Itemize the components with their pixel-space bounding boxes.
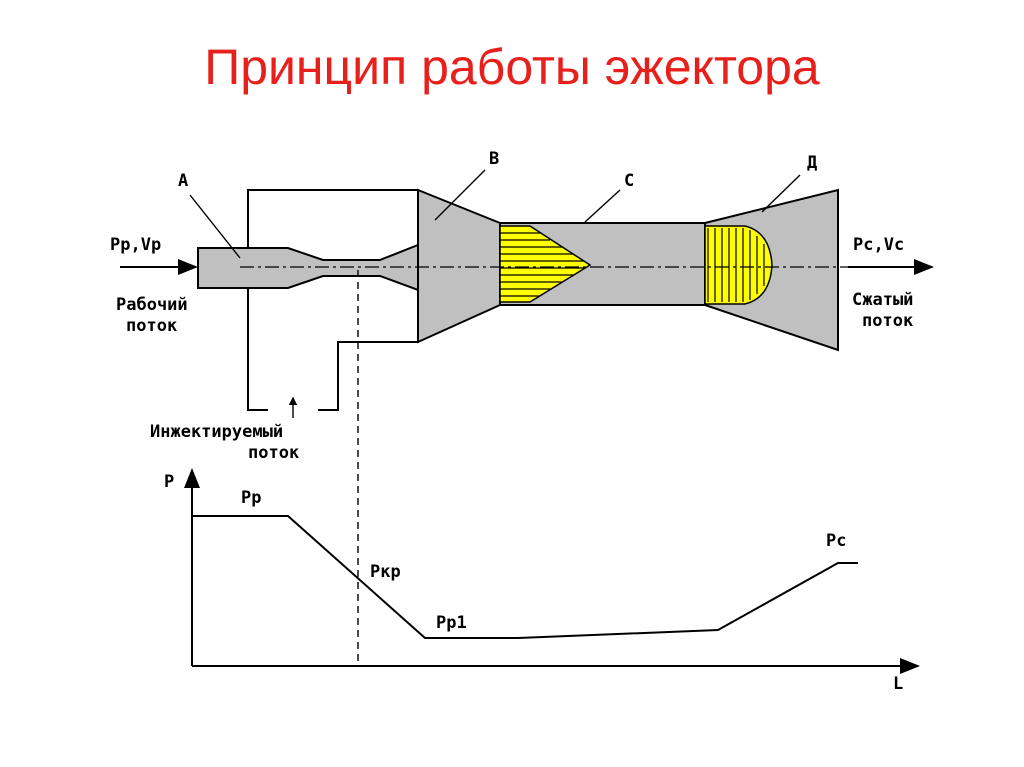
graph-axis-x-label: L (893, 674, 903, 694)
label-outlet: Pс,Vс (853, 235, 904, 255)
confuser-B (417, 188, 501, 344)
label-injected-flow-2: поток (248, 443, 299, 463)
graph-axis-y-label: P (164, 472, 174, 492)
label-A: А (178, 171, 188, 191)
label-working-flow-2: поток (126, 316, 177, 336)
label-C: С (624, 171, 634, 191)
label-injected-flow-1: Инжектируемый (150, 422, 283, 442)
pressure-curve (192, 515, 858, 639)
graph-label-p-compressed: Pс (826, 531, 846, 551)
velocity-profile-triangle (499, 225, 592, 303)
graph-label-p-critical: Pкр (370, 562, 401, 582)
label-B: В (489, 149, 499, 169)
graph-label-p-working: Pр (241, 488, 261, 508)
slide-title: Принцип работы эжектора (204, 39, 820, 95)
label-compressed-flow-2: поток (862, 311, 913, 331)
label-inlet: Pр,Vр (110, 235, 161, 255)
label-working-flow-1: Рабочий (116, 295, 188, 315)
leader-C (584, 189, 621, 223)
leader-A (189, 194, 241, 259)
leader-B (434, 169, 486, 221)
velocity-profile-rounded (704, 225, 773, 305)
leader-D (761, 174, 801, 213)
suction-chamber-outline (247, 189, 419, 411)
label-D: Д (807, 153, 817, 173)
label-compressed-flow-1: Сжатый (852, 290, 913, 310)
graph-label-p1: Pр1 (436, 613, 467, 633)
